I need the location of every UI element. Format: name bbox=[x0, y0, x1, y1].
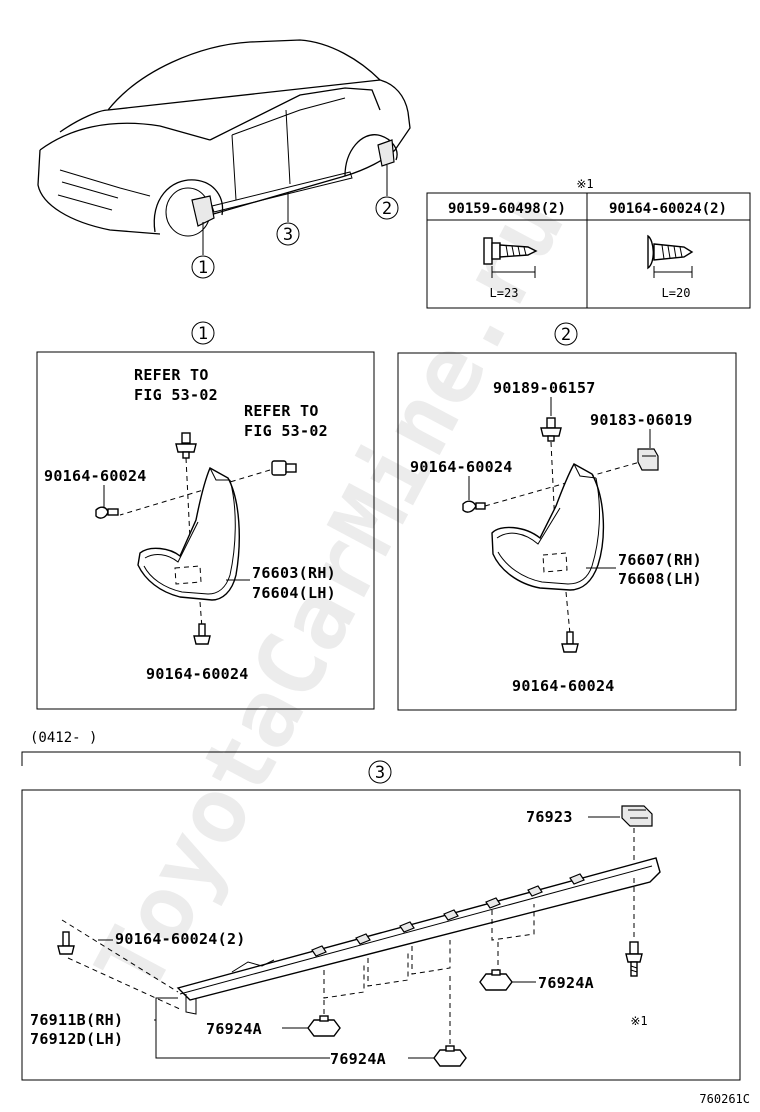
panel-2-frame bbox=[397, 352, 737, 711]
panel-1-refer-b-line2: FIG 53-02 bbox=[244, 422, 328, 440]
overview-callout-1 bbox=[191, 255, 215, 279]
overview-callout-2-label: 2 bbox=[382, 199, 392, 219]
car-body-top bbox=[59, 79, 409, 133]
panel-3-clip-top-icon bbox=[621, 805, 653, 827]
panel-2-heading: 2 bbox=[561, 325, 571, 345]
panel-3-clip-bottom-icon bbox=[433, 1045, 467, 1067]
panel-1-heading-circle bbox=[191, 321, 215, 345]
panel-1-mudguard bbox=[137, 467, 240, 601]
overview-callout-2 bbox=[375, 196, 399, 220]
panel-3-moulding bbox=[176, 857, 661, 1015]
car-front-wheel-arch bbox=[153, 179, 224, 233]
panel-1-heading: 1 bbox=[198, 324, 208, 344]
car-side-lower bbox=[209, 111, 411, 216]
panel-1-clip-right-icon bbox=[271, 460, 297, 476]
car-side-window-line bbox=[209, 87, 381, 141]
panel-3-heading: 3 bbox=[375, 763, 385, 783]
fastener-col1-bolt-icon bbox=[483, 237, 538, 265]
fastener-col1-length: L=23 bbox=[490, 286, 519, 300]
panel-3-clip-mid-label: 76924A bbox=[206, 1020, 262, 1038]
panel-3-clip-top-label: 76923 bbox=[526, 808, 573, 826]
panel-1-front-mudguard: 1 REFER TO FIG 53-02 REFER TO FIG 53-02 … bbox=[36, 321, 375, 710]
fastener-col2-screw-icon bbox=[647, 234, 694, 270]
panel-3-clip-mid-icon bbox=[307, 1015, 341, 1037]
panel-1-mudguard-rh-label: 76603(RH) bbox=[252, 564, 336, 582]
car-hood bbox=[39, 122, 211, 151]
panel-1-screw-left-icon bbox=[95, 506, 119, 519]
panel-3-screw-right-icon bbox=[625, 941, 643, 977]
car-front-mudguard-shape bbox=[191, 195, 215, 227]
overview-callout-3-label: 3 bbox=[283, 225, 293, 245]
panel-2-mudguard-rh-label: 76607(RH) bbox=[618, 551, 702, 569]
fastener-col1-part-number: 90159-60498(2) bbox=[448, 201, 566, 217]
car-front bbox=[37, 149, 161, 235]
overview-callout-1-label: 1 bbox=[198, 258, 208, 278]
panel-3-range-bracket bbox=[21, 751, 741, 766]
panel-3-moulding-rh-label: 76911B(RH) bbox=[30, 1011, 123, 1029]
fastener-table-note-mark: ※1 bbox=[576, 177, 593, 191]
panel-3-heading-circle bbox=[368, 760, 392, 784]
panel-2-nut-icon bbox=[637, 448, 659, 471]
panel-1-screw-bottom-icon bbox=[193, 623, 211, 645]
panel-3-screw-left-label: 90164-60024(2) bbox=[115, 930, 246, 948]
car-roof bbox=[107, 39, 381, 111]
car-door-lines bbox=[231, 97, 346, 201]
panel-3-clip-right-label: 76924A bbox=[538, 974, 594, 992]
overview-callout-3 bbox=[276, 222, 300, 246]
fastener-col2-length: L=20 bbox=[662, 286, 691, 300]
panel-3-moulding-leader bbox=[154, 997, 330, 1059]
panel-3-note-mark: ※1 bbox=[630, 1014, 647, 1028]
panel-1-refer-b-line1: REFER TO bbox=[244, 402, 319, 420]
panel-2-screw-bottom-icon bbox=[561, 631, 579, 653]
panel-1-clip-top-icon bbox=[175, 432, 197, 459]
panel-2-clip-top-icon bbox=[540, 417, 562, 442]
panel-2-rear-mudguard: 2 90189-06157 90183-06019 90164-60024 bbox=[397, 322, 737, 711]
panel-3-moulding-clips bbox=[311, 873, 585, 957]
fastener-table-border bbox=[426, 192, 751, 309]
car-rear-wheel-arch bbox=[344, 134, 398, 177]
car-side-moulding-shape bbox=[211, 171, 353, 213]
panel-1-frame bbox=[36, 351, 375, 710]
panel-2-screw-left-label: 90164-60024 bbox=[410, 458, 513, 476]
panel-2-clip-top-label: 90189-06157 bbox=[493, 379, 596, 397]
panel-2-screw-left-icon bbox=[462, 500, 486, 513]
panel-3-side-moulding: 3 76923 bbox=[21, 751, 741, 1081]
panel-1-refer-a-line1: REFER TO bbox=[134, 366, 209, 384]
panel-3-frame bbox=[21, 789, 741, 1081]
panel-1-refer-a-line2: FIG 53-02 bbox=[134, 386, 218, 404]
production-range: (0412- ) bbox=[30, 730, 97, 746]
panel-3-clip-bottom-label: 76924A bbox=[330, 1050, 386, 1068]
panel-2-heading-circle bbox=[554, 322, 578, 346]
fastener-table: ※1 90159-60498(2) 90164-60024(2) L=23 L=… bbox=[426, 177, 751, 309]
panel-1-mudguard-lh-label: 76604(LH) bbox=[252, 584, 336, 602]
panel-3-clip-right-icon bbox=[479, 969, 513, 991]
car-rear-mudguard-shape bbox=[377, 139, 395, 167]
panel-2-screw-bottom-label: 90164-60024 bbox=[512, 677, 615, 695]
car-grille bbox=[57, 169, 151, 211]
panel-1-screw-bottom-label: 90164-60024 bbox=[146, 665, 249, 683]
panel-3-moulding-lh-label: 76912D(LH) bbox=[30, 1030, 123, 1048]
car-overview-illustration: 1 3 2 bbox=[37, 39, 411, 279]
fastener-col2-part-number: 90164-60024(2) bbox=[609, 201, 727, 217]
panel-3-screw-left-icon bbox=[57, 931, 75, 955]
figure-code: 760261C bbox=[699, 1092, 750, 1106]
panel-2-mudguard bbox=[491, 463, 605, 591]
panel-2-mudguard-lh-label: 76608(LH) bbox=[618, 570, 702, 588]
panel-1-screw-left-label: 90164-60024 bbox=[44, 467, 147, 485]
panel-2-nut-label: 90183-06019 bbox=[590, 411, 693, 429]
